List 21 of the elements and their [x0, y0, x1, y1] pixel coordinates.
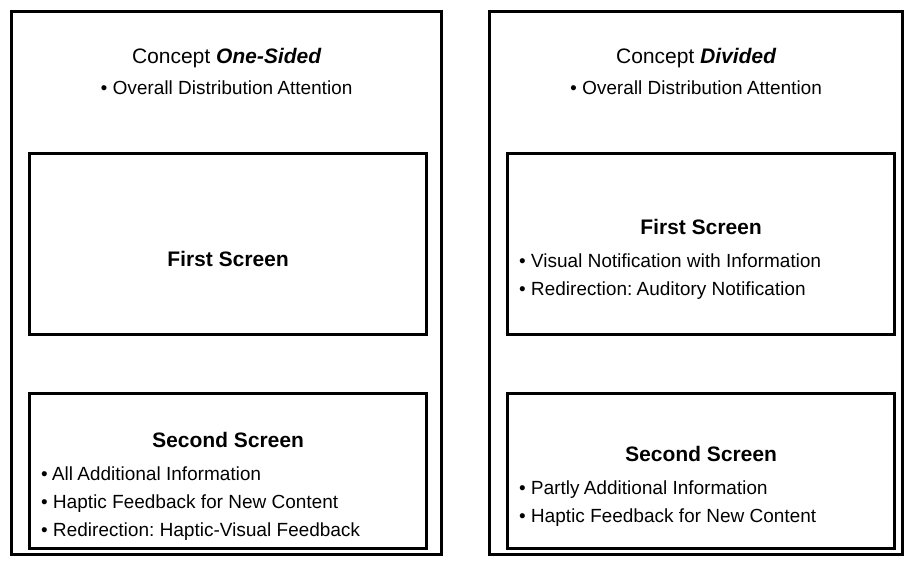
- screen-box: [506, 152, 896, 336]
- bullet-item: • Overall Distribution Attention: [100, 77, 352, 101]
- bullet-item: • Redirection: Auditory Notification: [519, 278, 806, 302]
- concept-panel: [488, 10, 904, 556]
- bullet-item: • Partly Additional Information: [519, 477, 768, 501]
- bullet-item: • Visual Notification with Information: [519, 250, 821, 274]
- heading: Second Screen: [625, 443, 777, 467]
- bullet-item: • Haptic Feedback for New Content: [41, 491, 338, 515]
- concept-panel: [10, 10, 443, 556]
- bullet-item: • Redirection: Haptic-Visual Feedback: [41, 519, 360, 543]
- screen-box: [28, 152, 428, 336]
- heading: Concept Divided: [616, 45, 776, 69]
- heading: First Screen: [640, 216, 762, 240]
- bullet-item: • Overall Distribution Attention: [570, 77, 822, 101]
- heading: First Screen: [167, 248, 289, 272]
- screen-box: [28, 392, 428, 550]
- heading: Concept One-Sided: [132, 45, 322, 69]
- heading: Second Screen: [152, 429, 304, 453]
- bullet-item: • All Additional Information: [41, 463, 262, 487]
- bullet-item: • Haptic Feedback for New Content: [519, 505, 816, 529]
- screen-box: [506, 392, 896, 550]
